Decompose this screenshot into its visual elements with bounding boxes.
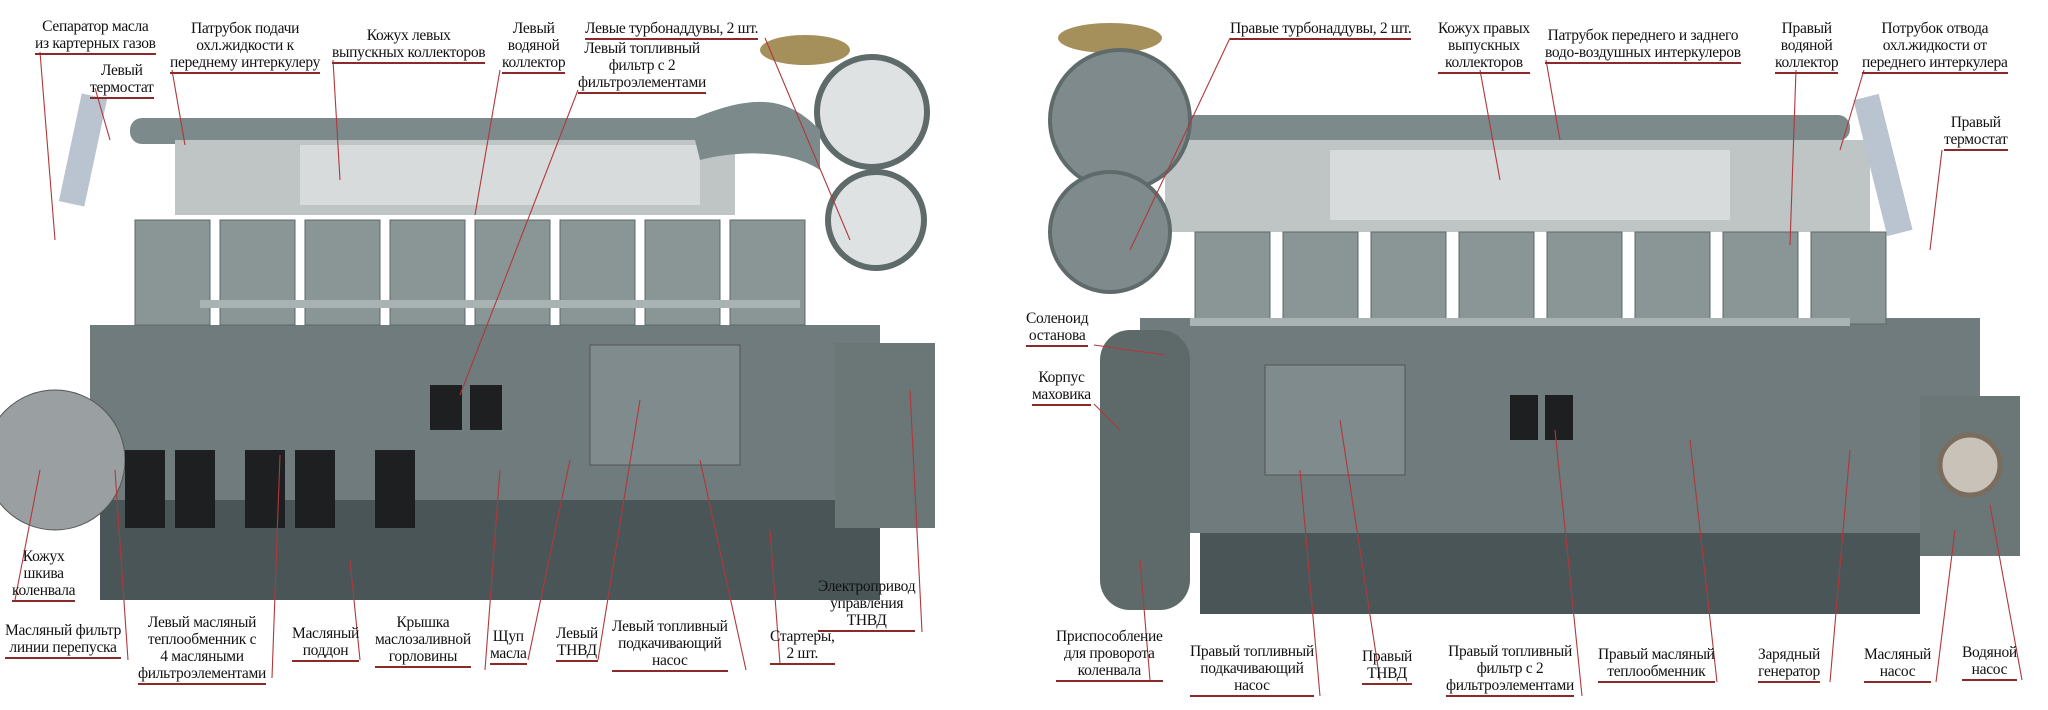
left-turbo-upper [814,54,930,170]
label-left-water-manifold: Левый водяной коллектор [502,20,566,74]
right-turbo-lower [1048,170,1172,294]
label-left-fuel-feed-pump: Левый топливный подкачивающий насос [612,618,728,672]
right-fuel-rail [1190,318,1850,326]
label-right-injection-pump: Правый ТНВД [1362,648,1412,685]
label-left-oil-cooler: Левый масляный теплообменник с 4 масляны… [138,614,266,685]
left-engine [0,35,935,600]
label-right-fuel-feed-pump: Правый топливный подкачивающий насос [1190,643,1314,697]
label-left-injection-pump: Левый ТНВД [556,625,598,662]
label-coolant-return-pipe: Потрубок отвода охл.жидкости от переднег… [1862,20,2008,74]
left-cylinder-heads [134,219,806,326]
label-starters: Стартеры, 2 шт. [770,628,835,665]
label-right-exhaust-cover: Кожух правых выпускных коллекторов [1438,20,1530,74]
label-right-turbochargers: Правые турбонаддувы, 2 шт. [1230,20,1412,40]
label-coolant-supply-pipe: Патрубок подачи охл.жидкости к переднему… [170,20,320,74]
right-turbo-upper [1048,48,1192,192]
right-top-pipe [1160,115,1850,141]
left-turbo-lower [825,169,927,271]
label-oil-pump: Масляный насос [1864,646,1931,683]
label-left-fuel-filter: Левый топливный фильтр с 2 фильтроэлемен… [578,40,706,94]
label-flywheel-housing: Корпус маховика [1032,369,1091,406]
label-crank-pulley-cover: Кожух шкива коленвала [12,548,76,602]
right-fuel-filters [1510,395,1573,440]
label-right-thermostat: Правый термостат [1944,114,2008,151]
left-fuel-pump [589,344,741,466]
label-right-water-manifold: Правый водяной коллектор [1775,20,1839,74]
left-turbo-duct [690,101,820,170]
label-left-exhaust-cover: Кожух левых выпускных коллекторов [332,27,486,64]
label-barring-device: Приспособление для проворота коленвала [1056,628,1163,682]
label-injection-pump-actuator: Электропривод управления ТНВД [818,578,916,632]
label-dipstick: Щуп масла [490,628,527,665]
label-oil-filler-cap: Крышка маслозаливной горловины [375,614,471,668]
label-right-fuel-filter: Правый топливный фильтр с 2 фильтроэлеме… [1446,643,1574,697]
left-end-unit [835,343,935,528]
label-water-pump: Водяной насос [1962,644,2017,681]
left-fuel-rail [200,300,800,308]
right-cover-panel [1330,150,1730,220]
label-oil-separator: Сепаратор масла из картерных газов [35,18,156,55]
right-fuel-pump [1264,364,1406,476]
label-right-oil-cooler: Правый масляный теплообменник [1598,646,1715,683]
right-turbo-flange [1058,23,1162,53]
right-water-pump-window [1937,432,2003,498]
label-charging-alternator: Зарядный генератор [1758,646,1820,683]
label-left-thermostat: Левый термостат [90,62,154,99]
right-cylinder-heads [1194,231,1887,325]
label-stop-solenoid: Соленоид останова [1026,310,1089,347]
leader-lines [14,37,2023,697]
label-intercooler-pipe: Патрубок переднего и заднего водо-воздуш… [1545,27,1741,64]
left-top-pipe [130,118,770,144]
right-engine [1048,23,2020,614]
left-thermostat-hose [58,93,108,207]
label-bypass-oil-filter: Масляный фильтр линии перепуска [5,622,121,659]
right-thermostat-hose [1853,93,1913,237]
right-flywheel-housing [1100,330,1190,610]
label-oil-pan: Масляный поддон [292,625,359,662]
left-turbo-flange [760,35,850,65]
left-cover-panel [300,145,700,205]
label-left-turbochargers: Левые турбонаддувы, 2 шт. [585,20,759,40]
right-oil-pan [1200,528,1920,614]
